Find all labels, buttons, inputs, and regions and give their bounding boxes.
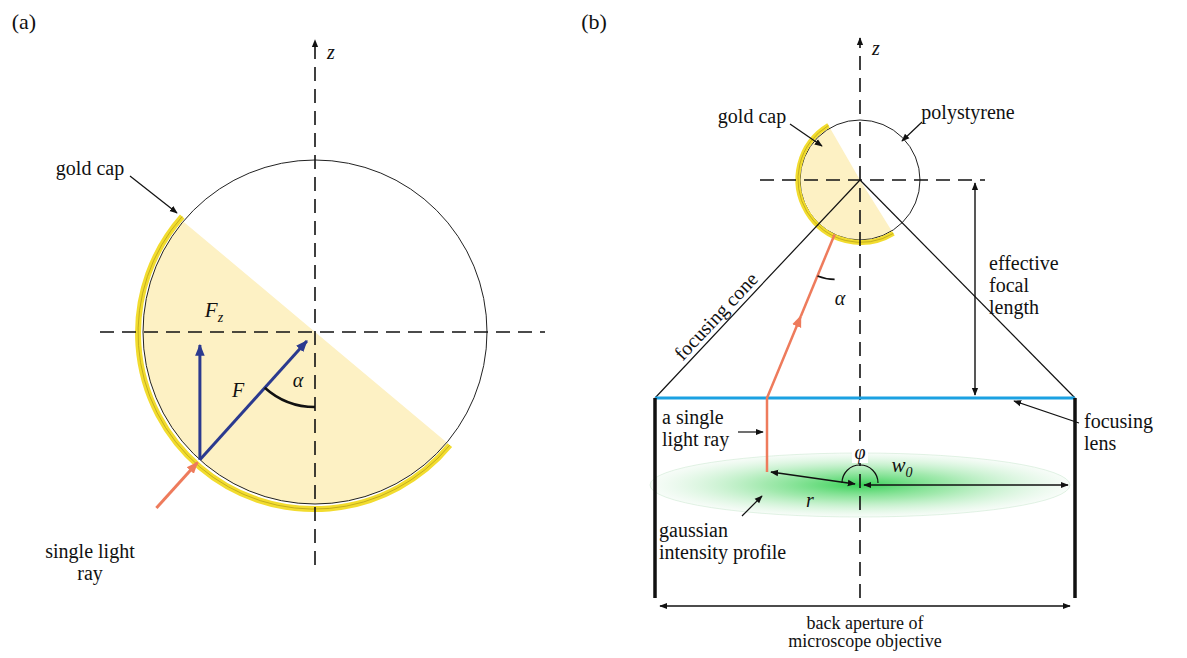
light-ray [156, 463, 197, 509]
axis-label: z [327, 41, 335, 63]
angle-label: α [293, 369, 304, 391]
cone-label: focusing cone [670, 268, 762, 364]
gold-cap-edge [798, 125, 893, 242]
gold-cap-edge [138, 217, 450, 510]
z-axis [859, 38, 861, 598]
gold-cap-band [138, 217, 450, 510]
horizontal-axis [100, 331, 545, 333]
dimension-label: effective focal length [989, 252, 1075, 318]
dimension-label: r [806, 489, 814, 511]
focal-length-dimension [974, 183, 975, 395]
focusing-cone-line [655, 180, 860, 398]
part-label: gold cap [718, 105, 786, 127]
light-ray [801, 234, 835, 316]
part-label: gold cap [56, 157, 124, 179]
phi-arc [842, 465, 878, 483]
dimension-label: w0 [891, 454, 912, 484]
force-label: F [232, 379, 244, 401]
gold-cap-band [798, 125, 893, 242]
leader-line [902, 122, 922, 141]
angle-arc [265, 388, 315, 407]
leader-line [1014, 401, 1079, 423]
part-label: focusing lens [1084, 410, 1172, 454]
angle-label: α [835, 287, 846, 309]
aperture-dimension [660, 605, 1070, 606]
horizontal-axis [760, 179, 985, 181]
light-ray [767, 316, 801, 472]
leader-line [790, 124, 822, 146]
panel-letter: (b) [581, 11, 607, 33]
aperture-wall [1073, 398, 1077, 598]
focusing-lens [655, 397, 1075, 400]
force-z-vector [198, 345, 201, 460]
ray-label: single light ray [44, 540, 136, 584]
leader-line [742, 496, 762, 516]
part-label: polystyrene [921, 101, 1014, 123]
axis-label: z [872, 37, 880, 59]
panel-letter: (a) [12, 11, 36, 33]
force-vector [200, 341, 307, 460]
ray-label: a single light ray [662, 406, 762, 450]
angle-arc [818, 276, 835, 279]
coated-region [143, 221, 447, 504]
part-label: gaussian intensity profile [659, 519, 801, 563]
angle-label: φ [852, 441, 867, 463]
leader-line [130, 176, 177, 213]
dimension-label: back aperture of microscope objective [765, 614, 965, 650]
z-axis [314, 40, 316, 565]
aperture-wall [653, 398, 657, 598]
leader-line [738, 431, 763, 432]
w0-dimension [864, 484, 1068, 485]
focusing-cone-line [860, 180, 1075, 398]
force-label: Fz [205, 299, 223, 329]
